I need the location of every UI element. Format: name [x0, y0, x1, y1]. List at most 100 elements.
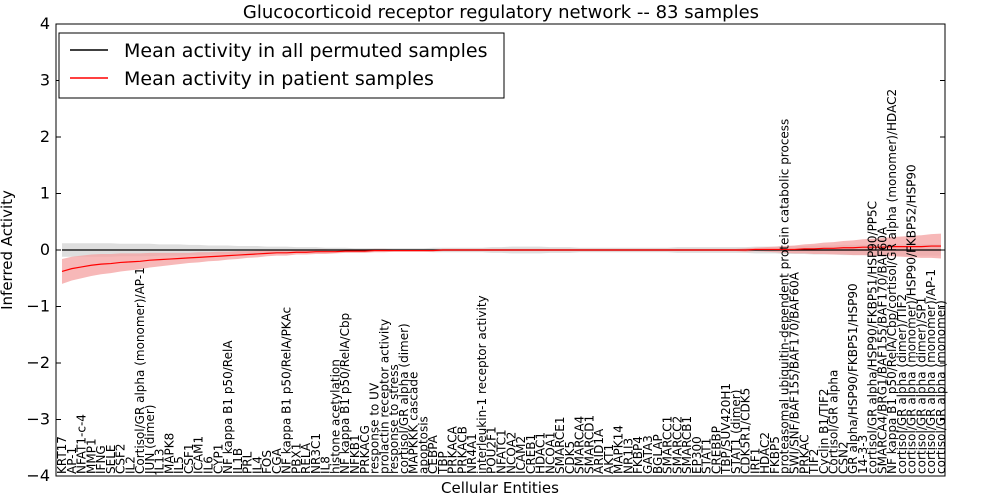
entity-label: interleukin-1 receptor activity — [475, 295, 489, 474]
entity-label: NR4A1 — [465, 433, 479, 474]
y-tick-label: 3 — [40, 71, 50, 90]
y-tick-label: 0 — [40, 240, 50, 259]
entity-label: IL6 — [202, 456, 216, 474]
y-tick-label: 1 — [40, 184, 50, 203]
entity-label: HDAC2 — [758, 432, 772, 474]
entity-label: CSF2 — [114, 443, 128, 474]
entity-label: Cyclin B1/TIF2 — [817, 389, 831, 474]
entity-label: NF kappa B1 p50/RelA — [221, 340, 235, 474]
entity-label: STAT1 — [700, 438, 714, 474]
x-axis-title: Cellular Entities — [441, 479, 559, 497]
entity-label: JUN (dimer) — [143, 405, 157, 475]
entity-label: ICAM2 — [514, 436, 528, 474]
entity-label: STAT1 (dimer) — [729, 390, 743, 474]
entity-labels: KRT17AP-1NFAT1-c-4MMP1IFNGSELECSF2IL2Cor… — [55, 89, 948, 475]
entity-label: CGA — [270, 447, 284, 474]
entity-label: TBP — [436, 451, 450, 475]
entity-label: CEBPA — [426, 434, 440, 474]
entity-label: NFAT1-c-4 — [75, 414, 89, 474]
entity-label: cortisol/GR alpha (dimer)/TIF2 — [895, 294, 909, 474]
entity-label: IL8 — [319, 456, 333, 474]
entity-label: IL5 — [172, 456, 186, 474]
entity-label: CSN2 — [836, 441, 850, 474]
entity-label: SMARCC2 — [670, 416, 684, 474]
entity-label: CSF1 — [182, 443, 196, 474]
y-tick-label: −2 — [26, 353, 50, 372]
entity-label: CDK5R1/CDK5 — [739, 388, 753, 474]
entity-label: NCOA2 — [504, 432, 518, 474]
entity-label: IL13 — [153, 449, 167, 475]
entity-label: cortisol/GR alpha (monomer)/HSP90/FKBP52… — [905, 164, 919, 474]
legend-label-permuted: Mean activity in all permuted samples — [124, 40, 487, 62]
entity-label: MMP1 — [84, 438, 98, 474]
entity-label: proteasomal ubiquitin-dependent protein … — [778, 119, 792, 474]
entity-label: cortisol/GR alpha (monomer) — [934, 300, 948, 474]
entity-label: Cortisol/GR alpha (monomer)/AP-1 — [133, 267, 147, 474]
entity-label: CREB1 — [524, 434, 538, 474]
entity-label: CDK5 — [563, 441, 577, 474]
entity-label: SELE — [104, 445, 118, 474]
confidence-bands — [62, 233, 941, 284]
entity-label: MAPKKK cascade — [407, 372, 421, 474]
legend-label-patient: Mean activity in patient samples — [124, 68, 434, 90]
entity-label: ICAM1 — [192, 436, 206, 474]
entity-label: PBX1 — [289, 443, 303, 474]
entity-label: cortisol/GR alpha (dimer) — [397, 323, 411, 474]
entity-label: PRKACB — [455, 426, 469, 474]
entity-label: response to UV — [368, 382, 382, 474]
entity-label: 14-3-3 — [856, 435, 870, 474]
entity-label: NF kappa B1 p50/RelA/Cbp — [338, 313, 352, 474]
entity-label: BGLAP — [651, 434, 665, 474]
entity-label: PRL — [241, 451, 255, 474]
entity-label: EP300 — [690, 436, 704, 474]
entity-label: AP-1 — [65, 447, 79, 474]
entity-label: FOS — [260, 450, 274, 474]
entity-label: IRF1 — [748, 448, 762, 474]
entity-label: IFNG — [94, 445, 108, 474]
entity-label: HDAC1 — [534, 432, 548, 474]
entity-label: NFKB1 — [348, 434, 362, 474]
y-tick-label: 2 — [40, 127, 50, 146]
entity-label: POU2F1 — [485, 426, 499, 474]
entity-label: Cortisol/GR alpha — [827, 370, 841, 474]
entity-label: histone acetylation — [328, 359, 342, 474]
y-tick-label: −4 — [26, 466, 50, 485]
entity-label: MAPK8 — [162, 433, 176, 474]
entity-label: NR1I3 — [621, 438, 635, 474]
entity-label: FKBP4 — [631, 436, 645, 474]
band-patient — [62, 233, 941, 284]
entity-label: GR alpha/HSP90/FKBP51/HSP90 — [846, 283, 860, 474]
y-tick-label: −3 — [26, 410, 50, 429]
entity-label: prolactin receptor activity — [377, 319, 391, 474]
entity-label: cortisol/GR alpha (dimer)/SP1 — [914, 297, 928, 474]
series-lines — [61, 245, 941, 273]
entity-label: FKBP5 — [768, 436, 782, 474]
entity-label: NF kappa B1 p50/RelA/PKAc — [280, 307, 294, 474]
legend-box — [58, 32, 505, 99]
entity-label: PRKACG — [358, 425, 372, 474]
entity-label: RELA — [299, 442, 313, 474]
entity-label: GATA3 — [641, 435, 655, 474]
entity-label: SMARCC1 — [661, 416, 675, 474]
entity-label: MAPK14 — [612, 425, 626, 474]
y-tick-label: −1 — [26, 297, 50, 316]
entity-label: CREBBP — [709, 426, 723, 474]
entity-label: PRKACA — [446, 425, 460, 474]
entity-label: NF kappa B1 p50/RelA/Cbp/cortisol/GR alp… — [885, 89, 899, 474]
entity-label: NCOA1 — [543, 432, 557, 474]
chart-title: Glucocorticoid receptor regulatory netwo… — [243, 2, 759, 23]
y-axis-title: Inferred Activity — [0, 190, 16, 310]
entity-label: SMARCA4/BRG1/BAF155/BAF170/BAF60A — [875, 226, 889, 474]
entity-label: KRT17 — [55, 436, 69, 474]
entity-label: apoptosis — [416, 416, 430, 474]
entity-label: TBP/SUV420H1 — [719, 383, 733, 475]
entity-label: cortisol/GR alpha/HSP90/FKBP51/HSP90/PP5… — [866, 201, 880, 474]
entity-label: SMARCB1 — [680, 416, 694, 474]
entity-label: IL4 — [250, 456, 264, 474]
entity-label: IL2 — [123, 456, 137, 474]
entity-label: TIF2 — [807, 449, 821, 475]
entity-label: NFATC1 — [495, 429, 509, 474]
entity-label: SMARCE1 — [553, 416, 567, 474]
entity-label: SMARCD1 — [582, 415, 596, 474]
entity-label: SMARCA4 — [573, 416, 587, 474]
